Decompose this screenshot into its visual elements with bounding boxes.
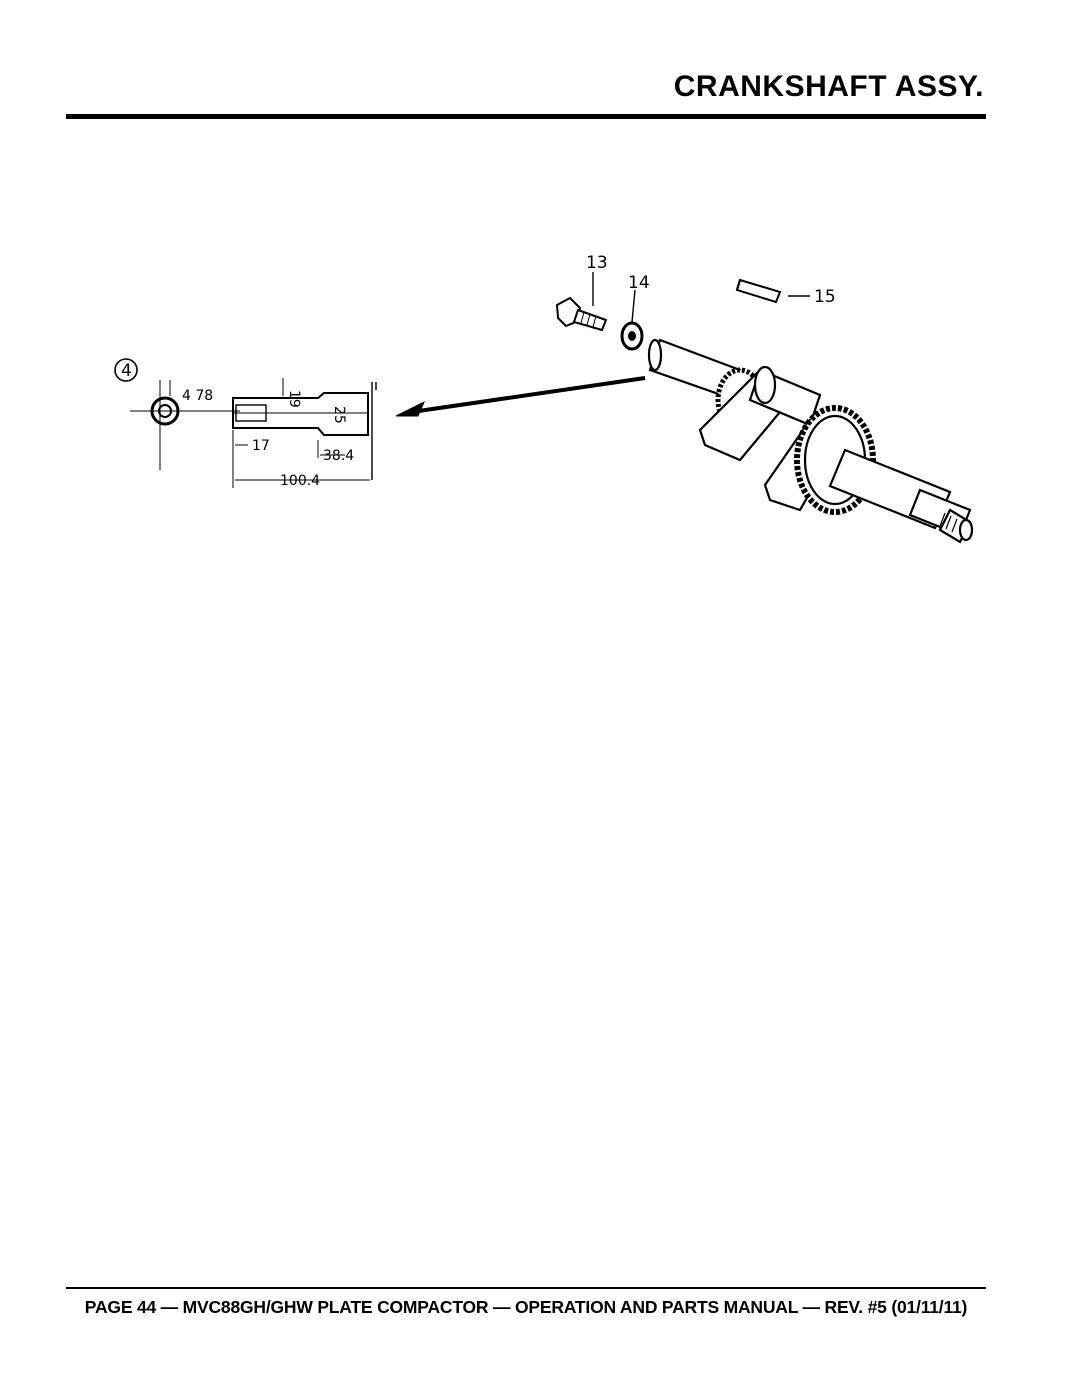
page-footer: PAGE 44 — MVC88GH/GHW PLATE COMPACTOR — … [84, 1297, 968, 1317]
detail-4-label: 4 [121, 361, 132, 381]
key-15 [735, 278, 810, 304]
footer-rule [66, 1287, 986, 1289]
crankshaft-figure: 4 4 78 19 25 17 38.4 100.4 13 14 [100, 230, 1000, 570]
detail-4 [114, 358, 377, 488]
shaft-side-view [232, 392, 369, 436]
callout-13: 13 [586, 253, 608, 273]
dim-19: 19 [286, 390, 302, 408]
pointer-arrow [395, 376, 646, 417]
dim-38-4: 38.4 [323, 448, 354, 464]
crankshaft-diagram: 4 4 78 19 25 17 38.4 100.4 13 14 [114, 253, 974, 544]
detail-4-callout-circle [114, 358, 138, 382]
dim-17: 17 [252, 438, 270, 454]
crankshaft [647, 338, 974, 544]
dim-25: 25 [331, 406, 347, 424]
bolt-13 [555, 272, 608, 332]
washer-14 [620, 289, 644, 351]
callout-15: 15 [814, 287, 836, 307]
dim-4-78: 4 78 [182, 388, 213, 404]
page-title: CRANKSHAFT ASSY. [673, 70, 984, 103]
title-rule [66, 114, 986, 119]
callout-14: 14 [628, 273, 650, 293]
dim-100-4: 100.4 [280, 473, 320, 489]
